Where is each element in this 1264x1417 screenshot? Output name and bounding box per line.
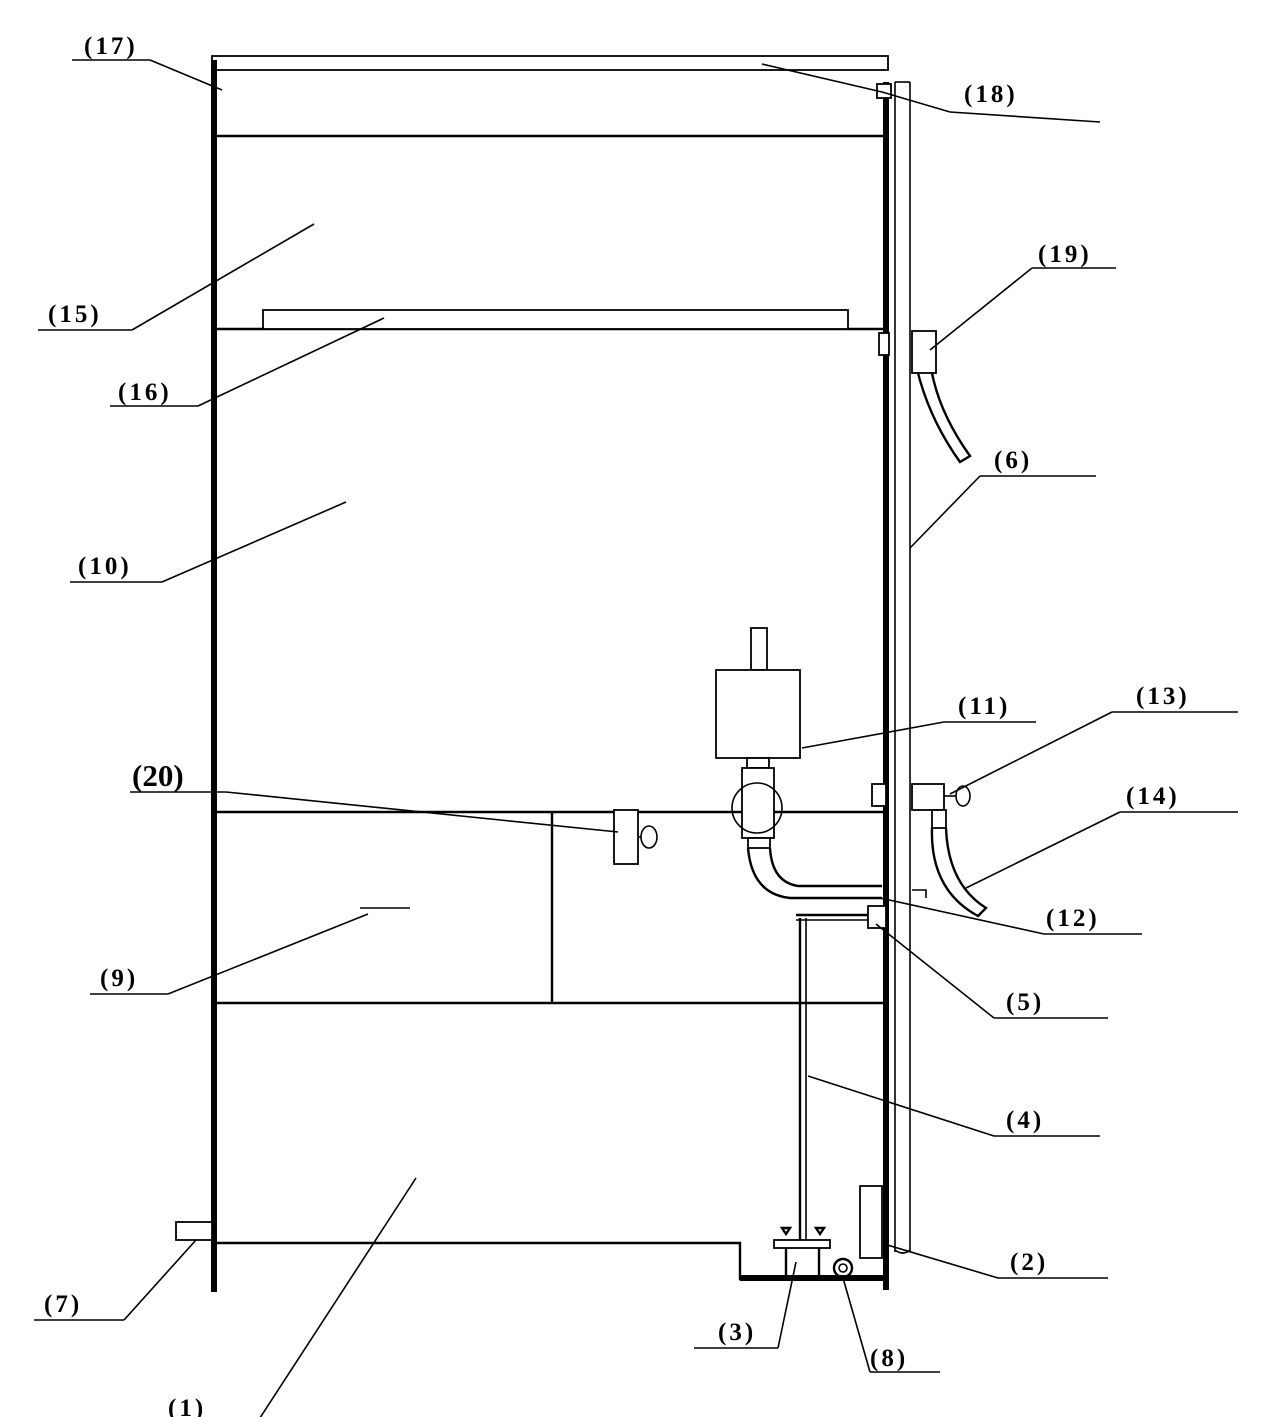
pump-motor bbox=[715, 669, 801, 759]
label-9: (9) bbox=[100, 965, 138, 992]
top-cover bbox=[211, 55, 889, 71]
leader-18-a bbox=[761, 63, 883, 93]
label-16: (16) bbox=[118, 379, 172, 406]
leader-15 bbox=[131, 223, 315, 331]
leader-20 bbox=[225, 791, 619, 833]
label-20: (20) bbox=[132, 758, 184, 793]
flow-arrow-right bbox=[813, 1226, 827, 1237]
nozzle-head bbox=[867, 905, 887, 929]
part-labels: (17) (18) (19) (15) (16) (6) (10) (11) (… bbox=[44, 33, 1190, 1417]
label-10: (10) bbox=[78, 553, 132, 580]
lower-hose-neck bbox=[931, 809, 947, 829]
discharge-pipe-inner bbox=[768, 847, 882, 888]
pump-coupling bbox=[746, 757, 770, 769]
label-7: (7) bbox=[44, 1291, 82, 1318]
leader-10 bbox=[161, 501, 347, 583]
leader-7 bbox=[123, 1239, 197, 1321]
label-1: (1) bbox=[168, 1395, 206, 1417]
drain-wheel bbox=[832, 1257, 854, 1279]
leader-8 bbox=[842, 1277, 871, 1373]
leader-11 bbox=[801, 721, 945, 749]
leader-1 bbox=[259, 1177, 417, 1417]
pump-outlet-neck bbox=[747, 837, 771, 849]
pipe-base-plate bbox=[773, 1239, 831, 1249]
leader-9 bbox=[167, 913, 369, 995]
label-12: (12) bbox=[1046, 905, 1100, 932]
leader-17 bbox=[149, 59, 223, 91]
label-18: (18) bbox=[964, 81, 1018, 108]
leader-6 bbox=[909, 475, 981, 549]
wall-connector bbox=[878, 332, 890, 356]
valve-body bbox=[613, 809, 639, 865]
leader-lines bbox=[34, 59, 1238, 1417]
drain-wheel-outer bbox=[832, 1257, 854, 1279]
heater-box bbox=[859, 1185, 883, 1259]
label-5: (5) bbox=[1006, 989, 1044, 1016]
label-17: (17) bbox=[84, 33, 138, 60]
upper-hose-fitting bbox=[911, 330, 972, 464]
label-14: (14) bbox=[1126, 783, 1180, 810]
hose-clip bbox=[912, 889, 927, 898]
leader-13 bbox=[949, 711, 1113, 795]
pump-housing-circle bbox=[731, 782, 783, 834]
drain-wheel-inner bbox=[838, 1263, 848, 1273]
leader-19 bbox=[929, 267, 1033, 351]
lower-valve-body bbox=[911, 783, 945, 811]
lower-hose-fitting bbox=[911, 783, 988, 918]
label-3: (3) bbox=[718, 1319, 756, 1346]
leader-18-b bbox=[881, 91, 951, 113]
leader-4 bbox=[807, 1075, 995, 1137]
leader-16 bbox=[197, 317, 385, 407]
leader-18-underline bbox=[949, 111, 1101, 123]
drain-port bbox=[175, 1221, 213, 1241]
cabinet-body bbox=[175, 55, 911, 1292]
label-4: (4) bbox=[1006, 1107, 1044, 1134]
leader-3 bbox=[777, 1261, 797, 1349]
pump-body bbox=[741, 767, 775, 839]
flow-arrow-left bbox=[779, 1226, 793, 1237]
label-19: (19) bbox=[1038, 241, 1092, 268]
leader-2 bbox=[883, 1243, 999, 1279]
valve-knob bbox=[640, 825, 658, 849]
lower-valve-knob bbox=[955, 785, 971, 807]
label-2: (2) bbox=[1010, 1249, 1048, 1276]
wall-block bbox=[871, 783, 887, 807]
leader-14 bbox=[965, 811, 1121, 889]
leader-12 bbox=[879, 897, 1045, 935]
pump-assembly bbox=[715, 627, 882, 900]
spray-pipe-assembly bbox=[773, 905, 887, 1278]
pump-shaft bbox=[750, 627, 768, 671]
leader-5 bbox=[875, 923, 995, 1019]
discharge-pipe bbox=[746, 847, 882, 900]
lower-hose bbox=[930, 827, 988, 918]
tray bbox=[262, 309, 849, 330]
upper-hose bbox=[916, 372, 972, 464]
label-13: (13) bbox=[1136, 683, 1190, 710]
label-6: (6) bbox=[994, 447, 1032, 474]
label-11: (11) bbox=[958, 693, 1010, 720]
filter-valve bbox=[613, 809, 658, 865]
label-15: (15) bbox=[48, 301, 102, 328]
upper-hose-connector bbox=[911, 330, 937, 374]
label-8: (8) bbox=[870, 1345, 908, 1372]
